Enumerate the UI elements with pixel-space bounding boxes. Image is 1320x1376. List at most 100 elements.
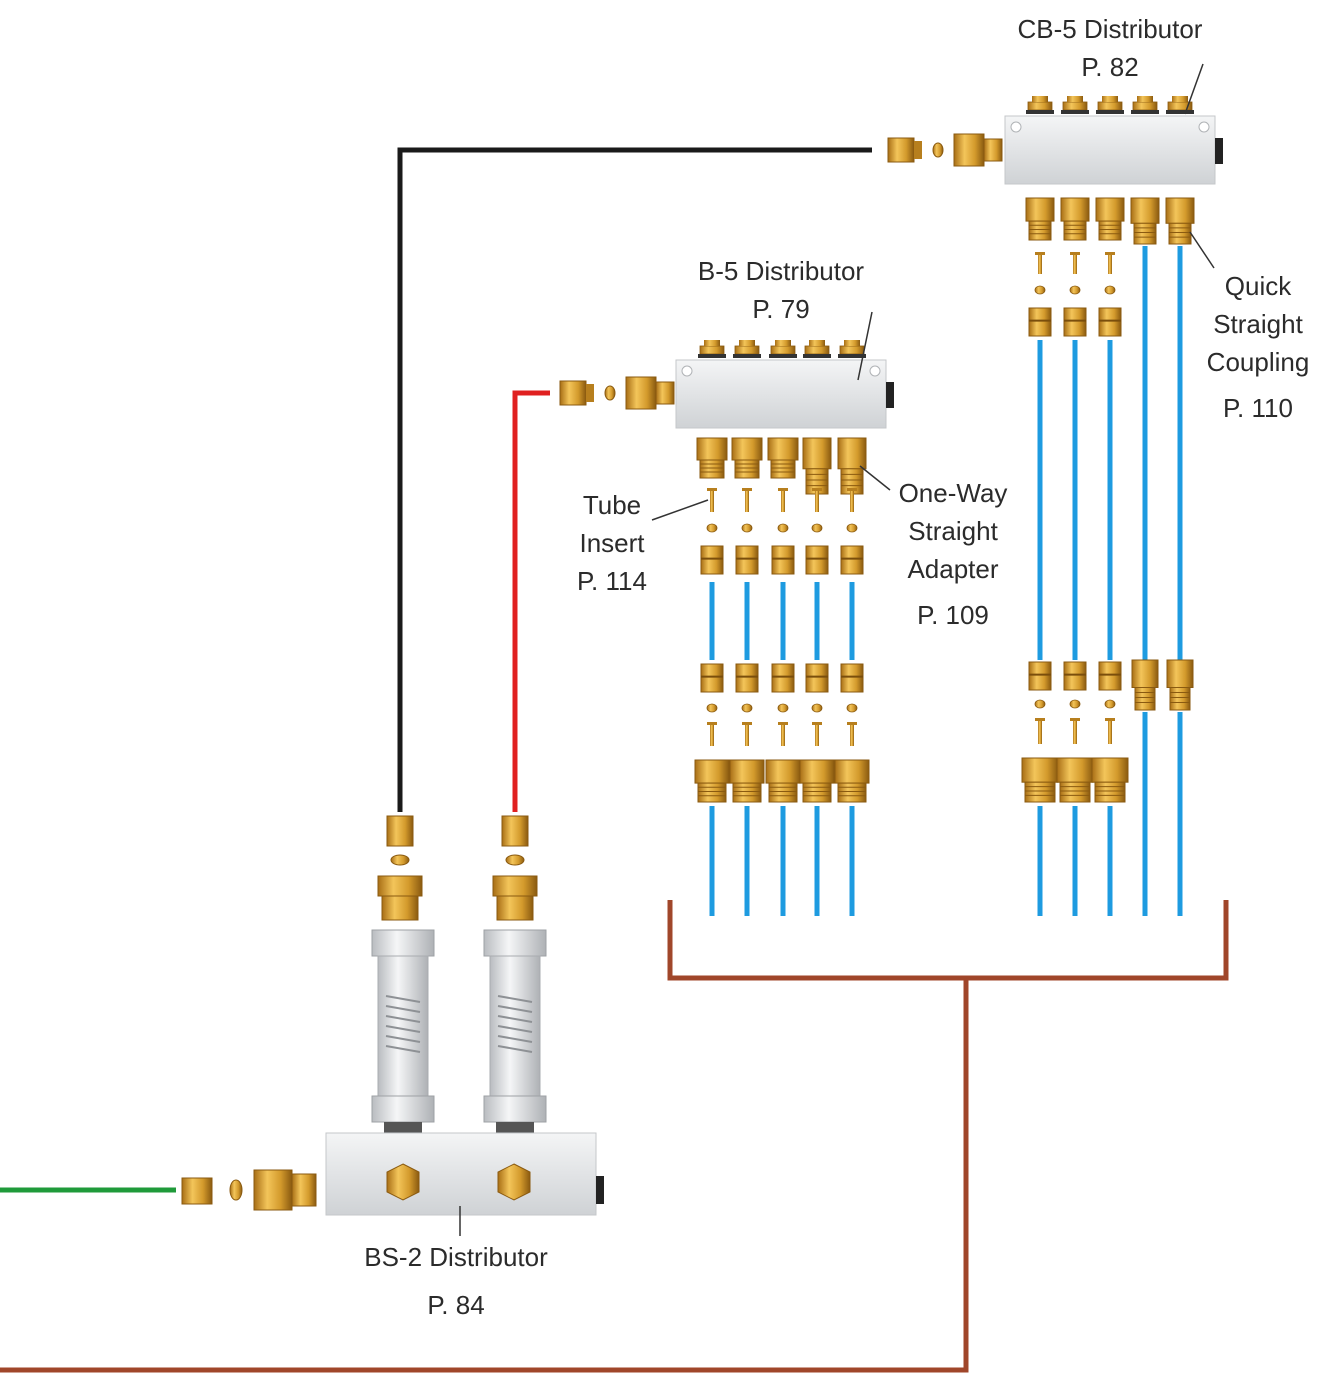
- b5-outlet-column: [800, 438, 834, 916]
- top-port-fitting: [733, 340, 761, 358]
- sleeve-fitting: [1105, 286, 1115, 294]
- sleeve-fitting: [1035, 700, 1045, 708]
- sleeve-fitting: [812, 704, 822, 712]
- nut-fitting: [772, 546, 794, 574]
- tube-insert: [1035, 718, 1045, 744]
- b5-page: P. 79: [676, 290, 886, 328]
- quick-leader: [1190, 232, 1214, 268]
- cb5-outlet-column: [1057, 198, 1093, 916]
- bs2-distributor: [326, 930, 604, 1215]
- b5-distributor: [676, 360, 894, 428]
- top-port-fitting: [1026, 96, 1054, 114]
- adapter-fitting: [695, 760, 729, 802]
- cb5-name: CB-5 Distributor: [1005, 10, 1215, 48]
- bs2-name: BS-2 Distributor: [346, 1238, 566, 1276]
- nut-fitting: [841, 546, 863, 574]
- tube-insert: [1070, 252, 1080, 274]
- quick-line1: Quick: [1198, 267, 1318, 305]
- inlet-assembly: [888, 134, 1002, 166]
- adapter-fitting: [1026, 198, 1054, 240]
- tube-insert: [847, 722, 857, 746]
- bs2-outlet-fittings: [493, 816, 537, 920]
- sleeve-fitting: [742, 524, 752, 532]
- cb5-label: CB-5 Distributor P. 82: [1005, 10, 1215, 86]
- nut-fitting: [772, 664, 794, 692]
- adapter-fitting: [1057, 758, 1093, 802]
- adapter-fitting: [766, 760, 800, 802]
- tube-page: P. 114: [562, 562, 662, 600]
- top-port-fitting: [838, 340, 866, 358]
- red-supply-line: [515, 393, 550, 812]
- nut-fitting: [701, 546, 723, 574]
- oneway-line3: Adapter: [888, 550, 1018, 588]
- bs2-page: P. 84: [346, 1286, 566, 1324]
- b5-outlet-column: [835, 438, 869, 916]
- tube-insert: [707, 722, 717, 746]
- bs2-label: BS-2 Distributor P. 84: [346, 1238, 566, 1324]
- adapter-fitting: [697, 438, 727, 478]
- top-port-fitting: [769, 340, 797, 358]
- tube-insert-label: Tube Insert P. 114: [562, 486, 662, 600]
- cb5-outlet-column: [1166, 198, 1194, 916]
- cb5-outlet-column: [1131, 198, 1159, 916]
- top-port-fitting: [1061, 96, 1089, 114]
- b5-label: B-5 Distributor P. 79: [676, 252, 886, 328]
- sleeve-fitting: [1105, 700, 1115, 708]
- quick-line2: Straight: [1198, 305, 1318, 343]
- hex-plug-left: [387, 1164, 419, 1200]
- adapter-fitting: [800, 760, 834, 802]
- top-port-fitting: [1096, 96, 1124, 114]
- nut-fitting: [841, 664, 863, 692]
- nut-fitting: [736, 664, 758, 692]
- sleeve-fitting: [847, 704, 857, 712]
- sleeve-fitting: [778, 524, 788, 532]
- b5-outlet-column: [730, 438, 764, 916]
- bs2-inlet-assembly: [182, 1170, 316, 1210]
- adapter-fitting: [730, 760, 764, 802]
- nut-fitting: [1029, 308, 1051, 336]
- cb5-distributor: [1005, 116, 1223, 184]
- tube-line2: Insert: [562, 524, 662, 562]
- tube-insert: [778, 722, 788, 746]
- tube-insert: [1105, 252, 1115, 274]
- adapter-fitting: [768, 438, 798, 478]
- tube-insert: [812, 722, 822, 746]
- nut-fitting: [1064, 662, 1086, 690]
- cb5-page: P. 82: [1005, 48, 1215, 86]
- adapter-fitting: [1022, 758, 1058, 802]
- nut-fitting: [1099, 662, 1121, 690]
- adapter-fitting: [1096, 198, 1124, 240]
- sleeve-fitting: [1035, 286, 1045, 294]
- adapter-fitting: [1132, 660, 1158, 710]
- top-port-fitting: [698, 340, 726, 358]
- cb5-outlet-column: [1092, 198, 1128, 916]
- b5-name: B-5 Distributor: [676, 252, 886, 290]
- nut-fitting: [1029, 662, 1051, 690]
- inlet-assembly: [560, 377, 674, 409]
- flow-indicator-left: [372, 930, 434, 1134]
- tube-insert: [1105, 718, 1115, 744]
- tube-insert: [1070, 718, 1080, 744]
- black-supply-line: [400, 150, 872, 812]
- adapter-fitting: [1061, 198, 1089, 240]
- tube-insert: [778, 488, 788, 512]
- adapter-fitting: [1092, 758, 1128, 802]
- tube-insert: [742, 722, 752, 746]
- top-port-fitting: [1131, 96, 1159, 114]
- adapter-fitting: [838, 438, 866, 494]
- tube-insert: [707, 488, 717, 512]
- tube-insert: [742, 488, 752, 512]
- quick-page: P. 110: [1198, 389, 1318, 427]
- sleeve-fitting: [812, 524, 822, 532]
- flow-indicator-right: [484, 930, 546, 1134]
- adapter-fitting: [803, 438, 831, 494]
- sleeve-fitting: [847, 524, 857, 532]
- quick-coupling-label: Quick Straight Coupling P. 110: [1198, 267, 1318, 427]
- sleeve-fitting: [707, 524, 717, 532]
- adapter-fitting: [835, 760, 869, 802]
- adapter-fitting: [1131, 198, 1159, 244]
- oneway-leader: [860, 466, 890, 490]
- bs2-outlet-fittings: [378, 816, 422, 920]
- sleeve-fitting: [1070, 286, 1080, 294]
